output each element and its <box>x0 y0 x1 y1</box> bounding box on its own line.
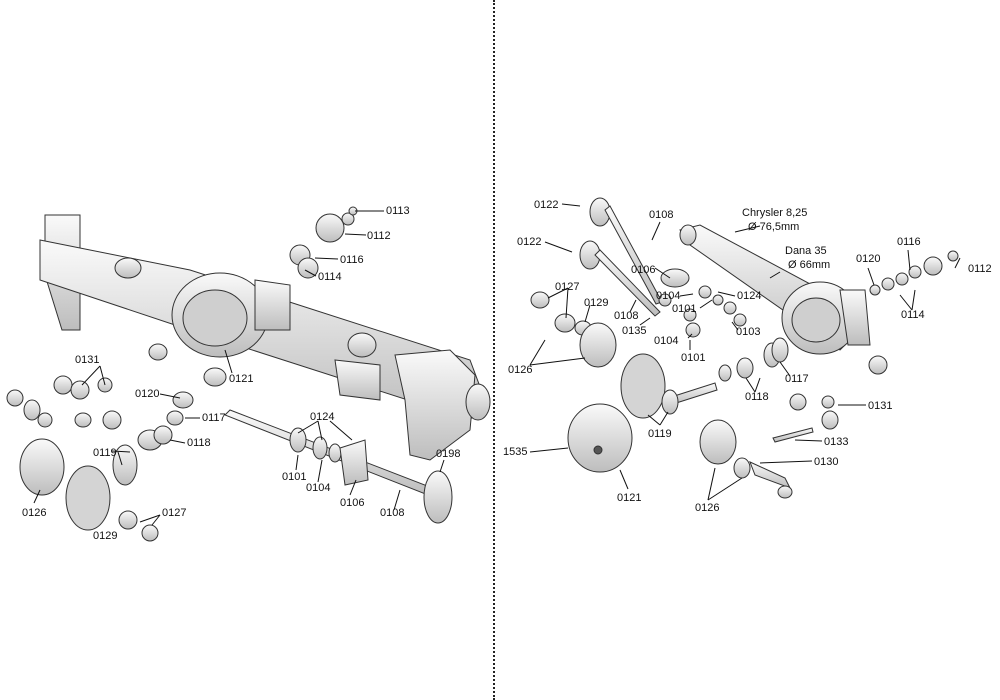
part-label: 0126 <box>508 364 533 376</box>
part-label: 0119 <box>648 428 672 440</box>
chrysler-note-name: Chrysler 8,25 <box>742 207 808 219</box>
part-label: 0198 <box>436 448 461 460</box>
right-axle-shafts <box>579 197 690 317</box>
part-label: 0118 <box>745 391 769 403</box>
part-label: 0124 <box>310 411 335 423</box>
part-label: 0116 <box>340 254 364 266</box>
part-label: 0112 <box>968 263 992 275</box>
part-label: 0122 <box>517 236 542 248</box>
part-label: 0108 <box>649 209 674 221</box>
part-label: 0121 <box>617 492 642 504</box>
part-label: 0118 <box>187 437 211 449</box>
part-label: 0119 <box>93 447 117 459</box>
part-label: 0131 <box>75 354 100 366</box>
part-label: 0133 <box>824 436 849 448</box>
part-label: 0101 <box>681 352 706 364</box>
right-diff-cover <box>567 403 633 473</box>
part-label: 0104 <box>656 290 681 302</box>
part-label: 1535 <box>503 446 528 458</box>
right-gear-set <box>620 353 839 443</box>
part-label: 0117 <box>785 373 809 385</box>
part-label: 0101 <box>672 303 697 315</box>
part-label: 0121 <box>229 373 254 385</box>
part-label: 0103 <box>736 326 761 338</box>
part-label: 0117 <box>202 412 226 424</box>
part-label: 0112 <box>367 230 391 242</box>
dana-note-name: Dana 35 <box>785 245 827 257</box>
left-pinion-stack <box>289 206 358 279</box>
right-axle-housing <box>679 224 959 375</box>
part-label: 0104 <box>654 335 679 347</box>
part-label: 0108 <box>380 507 405 519</box>
part-label: 0124 <box>737 290 762 302</box>
part-label: 0106 <box>340 497 365 509</box>
part-label: 0113 <box>386 205 410 217</box>
left-carrier-parts <box>6 343 227 542</box>
part-label: 0127 <box>555 281 580 293</box>
part-label: 0129 <box>93 530 118 542</box>
part-label: 0131 <box>868 400 893 412</box>
chrysler-note-diameter: Ø 76,5mm <box>748 221 800 233</box>
left-axle-housing <box>39 214 491 461</box>
part-label: 0120 <box>856 253 881 265</box>
part-label: 0130 <box>814 456 839 468</box>
panel-divider <box>493 0 495 700</box>
right-limited-slip-carrier <box>699 419 793 499</box>
part-label: 0104 <box>306 482 331 494</box>
part-label: 0114 <box>318 271 342 283</box>
part-label: 0135 <box>622 325 647 337</box>
part-label: 0126 <box>22 507 47 519</box>
part-label: 0108 <box>614 310 639 322</box>
part-label: 0122 <box>534 199 559 211</box>
part-label: 0101 <box>282 471 307 483</box>
part-label: 0116 <box>897 236 921 248</box>
part-label: 0106 <box>631 264 656 276</box>
part-label: 0120 <box>135 388 160 400</box>
left-axle-shaft <box>224 409 453 524</box>
part-label: 0127 <box>162 507 187 519</box>
dana-note-diameter: Ø 66mm <box>788 259 831 271</box>
part-label: 0114 <box>901 309 925 321</box>
right-bearings <box>530 285 789 382</box>
part-label: 0129 <box>584 297 609 309</box>
part-label: 0126 <box>695 502 720 514</box>
